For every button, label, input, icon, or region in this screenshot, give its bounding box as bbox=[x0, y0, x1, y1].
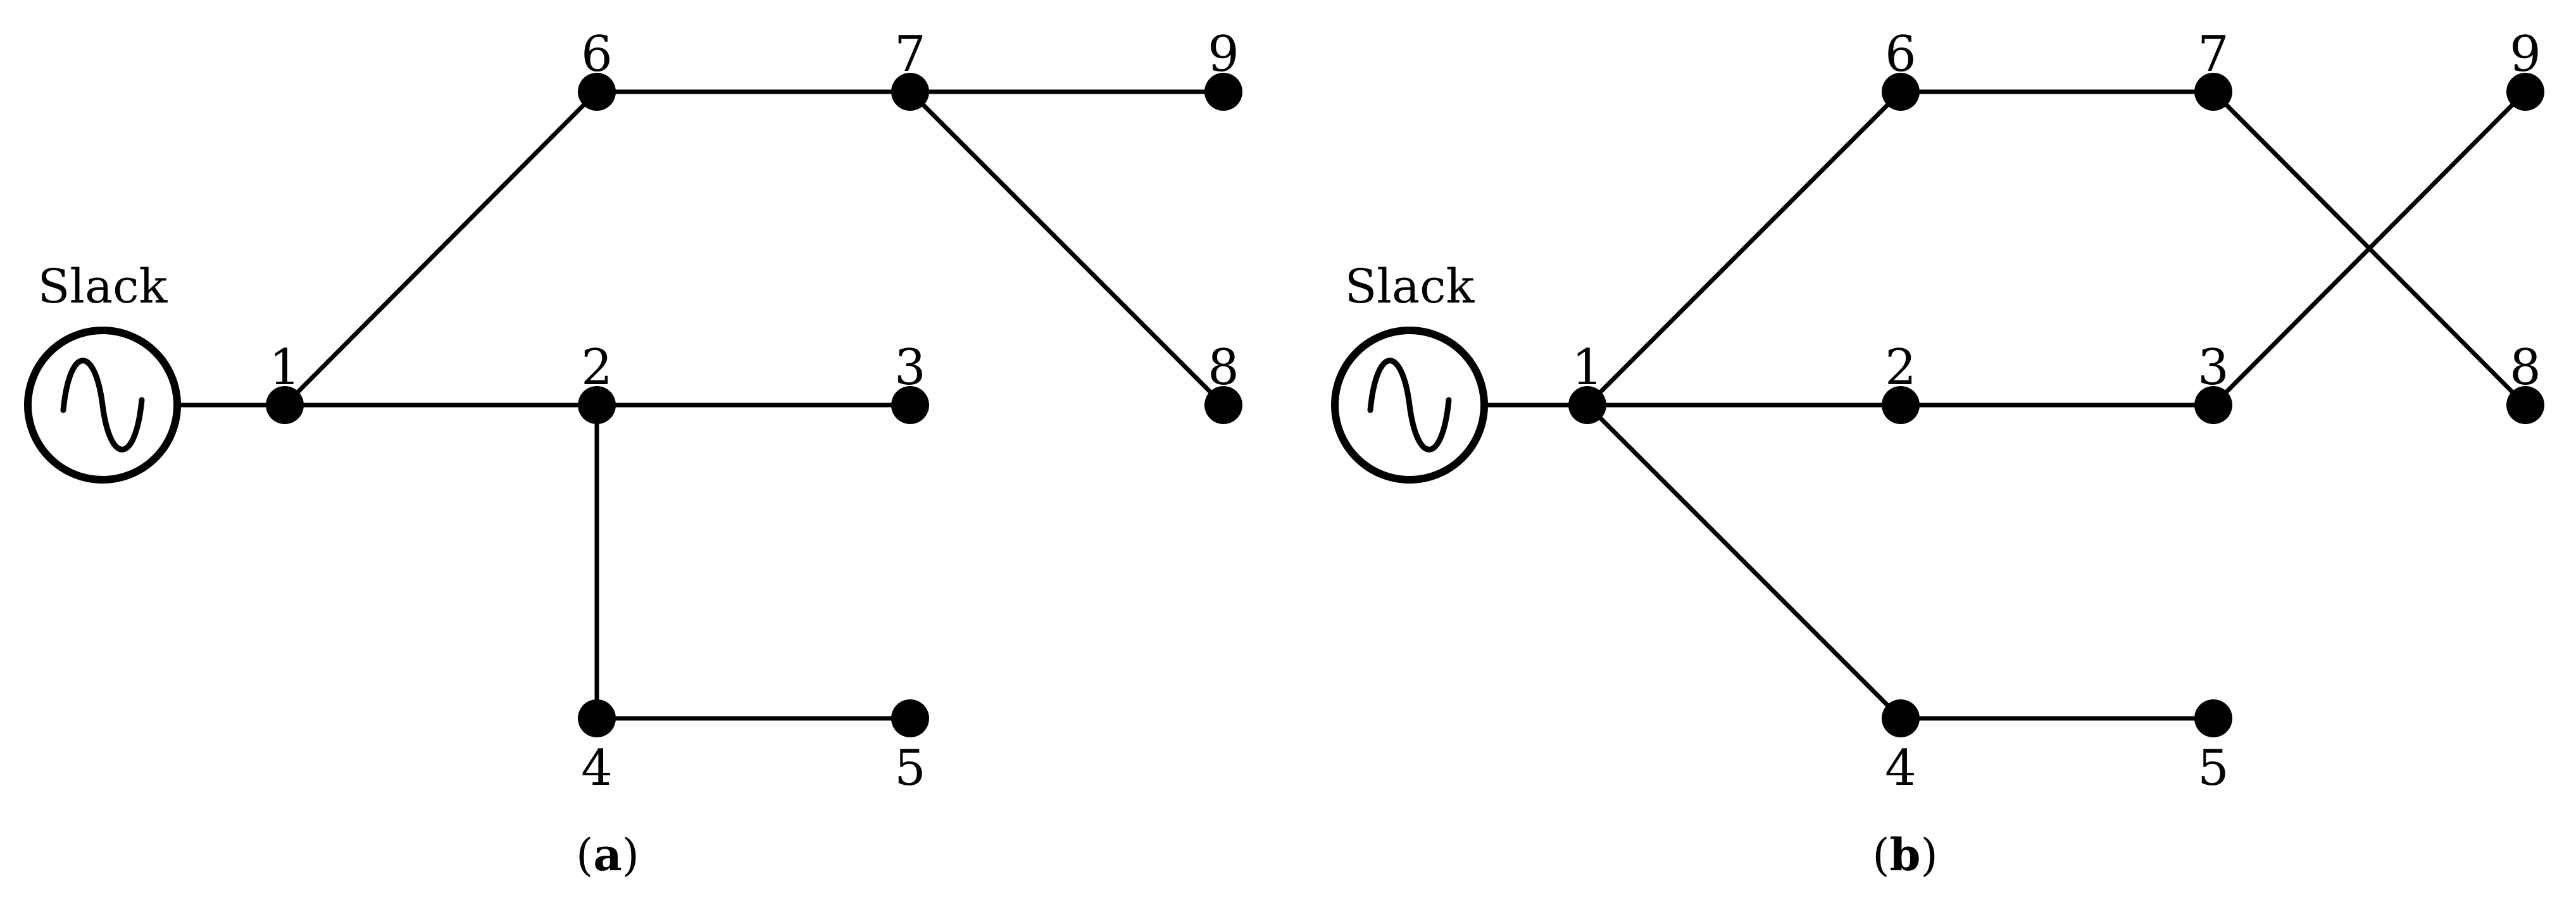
bus-node-1 bbox=[266, 386, 304, 424]
bus-node-8 bbox=[1204, 386, 1242, 424]
bus-node-2 bbox=[578, 386, 616, 424]
bus-node-6 bbox=[1882, 73, 1920, 111]
bus-label-7: 7 bbox=[894, 26, 926, 83]
bus-node-7 bbox=[891, 73, 929, 111]
bus-label-8: 8 bbox=[2510, 339, 2541, 396]
bus-node-3 bbox=[2194, 386, 2232, 424]
bus-node-5 bbox=[2194, 699, 2232, 737]
bus-node-7 bbox=[2194, 73, 2232, 111]
panel-b: Slack 1 2 3 4 5 6 7 8 9 (b) bbox=[1331, 26, 2544, 881]
bus-node-1 bbox=[1568, 386, 1606, 424]
line-1-6 bbox=[1585, 89, 1903, 408]
bus-label-9: 9 bbox=[2510, 26, 2541, 83]
panel-caption: (a) bbox=[576, 828, 639, 881]
bus-label-4: 4 bbox=[1885, 740, 1916, 797]
bus-label-5: 5 bbox=[2198, 740, 2229, 797]
ac-source-icon bbox=[24, 327, 181, 484]
bus-label-1: 1 bbox=[269, 339, 301, 396]
bus-node-6 bbox=[578, 73, 616, 111]
panel-caption-open: ( bbox=[576, 829, 593, 881]
panel-caption-open: ( bbox=[1872, 829, 1889, 881]
bus-node-9 bbox=[2506, 73, 2544, 111]
bus-node-4 bbox=[578, 699, 616, 737]
slack-label: Slack bbox=[38, 259, 168, 314]
bus-node-5 bbox=[891, 699, 929, 737]
bus-label-7: 7 bbox=[2198, 26, 2229, 83]
bus-label-4: 4 bbox=[581, 740, 613, 797]
panel-caption: (b) bbox=[1872, 828, 1938, 881]
bus-label-2: 2 bbox=[581, 339, 613, 396]
bus-label-6: 6 bbox=[581, 26, 613, 83]
bus-node-4 bbox=[1882, 699, 1920, 737]
panel-caption-close: ) bbox=[1920, 829, 1937, 881]
bus-label-5: 5 bbox=[894, 740, 926, 797]
ac-source-icon bbox=[1331, 327, 1488, 484]
line-1-6 bbox=[282, 89, 599, 408]
bus-label-8: 8 bbox=[1208, 339, 1239, 396]
bus-node-3 bbox=[891, 386, 929, 424]
bus-node-9 bbox=[1204, 73, 1242, 111]
panel-caption-letter: a bbox=[593, 828, 622, 881]
line-7-8 bbox=[908, 89, 1226, 408]
line-3-9 bbox=[2211, 89, 2528, 408]
bus-label-3: 3 bbox=[894, 339, 926, 396]
sine-wave-icon bbox=[1367, 358, 1452, 453]
bus-label-3: 3 bbox=[2198, 339, 2229, 396]
bus-label-2: 2 bbox=[1885, 339, 1916, 396]
bus-node-2 bbox=[1882, 386, 1920, 424]
slack-label: Slack bbox=[1345, 259, 1475, 314]
sine-wave-icon bbox=[60, 358, 145, 453]
bus-node-8 bbox=[2506, 386, 2544, 424]
panel-a: Slack 1 2 3 4 5 6 7 8 9 (a) bbox=[24, 26, 1242, 881]
bus-label-6: 6 bbox=[1885, 26, 1916, 83]
panel-caption-letter: b bbox=[1890, 828, 1921, 881]
bus-label-9: 9 bbox=[1208, 26, 1239, 83]
bus-label-1: 1 bbox=[1572, 339, 1603, 396]
panel-caption-close: ) bbox=[622, 829, 639, 881]
line-1-4 bbox=[1585, 403, 1903, 721]
